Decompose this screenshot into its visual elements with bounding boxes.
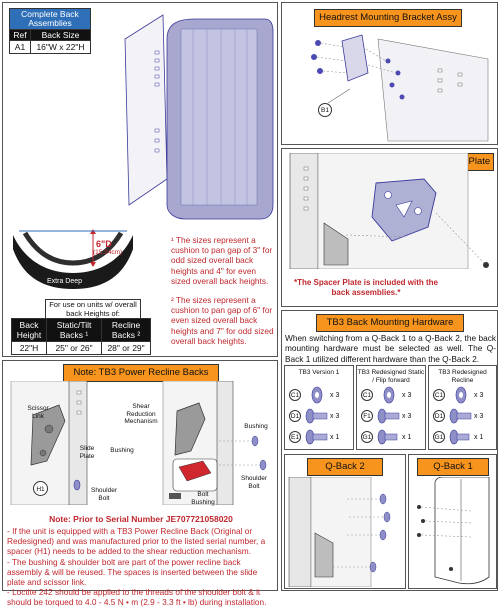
callout-g1: G1 — [433, 431, 445, 443]
bolt-icon — [449, 429, 470, 445]
screw-icon — [449, 408, 472, 424]
qty: x 3 — [474, 413, 484, 420]
washer-icon — [311, 386, 323, 404]
washer-icon — [383, 386, 395, 404]
back-height-header: Back Height — [11, 318, 47, 342]
qback1-drawing — [417, 477, 490, 585]
callout-f1: F1 — [361, 410, 373, 422]
back-size-header: Back Size — [30, 29, 91, 41]
footnote-2-mark: ² — [171, 295, 174, 305]
back-height-cell: 22"H — [11, 341, 47, 355]
qback2-box: Q-Back 2 — [284, 454, 406, 589]
spacer-drawing — [289, 153, 489, 269]
screw-icon — [377, 408, 400, 424]
qty: x 3 — [402, 392, 412, 399]
extra-deep-label: Extra Deep — [47, 278, 83, 285]
callout-g1: G1 — [361, 431, 373, 443]
back-size-table-title: Complete Back Assemblies — [9, 8, 91, 30]
scissor-link-label: Scissor Link — [27, 405, 49, 420]
qty: x 1 — [474, 434, 484, 441]
static-tilt-header: Static/Tilt Backs ¹ — [45, 318, 103, 342]
callout-b1: B1 — [318, 103, 332, 117]
bushing-label-left: Bushing — [110, 447, 134, 454]
screw-icon — [305, 408, 328, 424]
tb3-hardware-panel: TB3 Back Mounting Hardware When switchin… — [281, 310, 498, 591]
qty: x 3 — [474, 392, 484, 399]
recline-bullet-2: - The bushing & shoulder bolt are part o… — [7, 556, 258, 588]
spacer-note: *The Spacer Plate is included with the b… — [293, 278, 439, 297]
tb3-recline-title: Note: TB3 Power Recline Backs — [63, 364, 219, 382]
qback1-title: Q-Back 1 — [417, 458, 489, 476]
callout-c1: C1 — [433, 389, 445, 401]
recline-bullets: - If the unit is equipped with a TB3 Pow… — [7, 526, 275, 608]
bushing-label-right: Bushing — [244, 423, 268, 430]
tb3-hardware-text: When switching from a Q-Back 1 to a Q-Ba… — [285, 333, 496, 364]
callout-d1: D1 — [433, 410, 445, 422]
qback2-drawing — [288, 477, 391, 587]
back-size-cell: 16"W x 22"H — [30, 40, 91, 54]
footnote-1: ¹ The sizes represent a cushion to pan g… — [171, 235, 275, 286]
bolt-icon — [377, 429, 398, 445]
qback2-title: Q-Back 2 — [307, 458, 383, 476]
callout-c1: C1 — [361, 389, 373, 401]
back-cushion-drawing — [124, 14, 274, 220]
footnote-2-text: The sizes represent a cushion to pan gap… — [171, 295, 274, 346]
static-tilt-cell: 25" or 26" — [45, 341, 103, 355]
group-3-title: TB3 Redesigned Recline — [438, 369, 487, 384]
footnote-1-text: The sizes represent a cushion to pan gap… — [171, 235, 273, 286]
headrest-drawing — [311, 34, 489, 142]
group-2-title: TB3 Redesigned Static / Flip forward — [357, 369, 425, 384]
tb3-hardware-title: TB3 Back Mounting Hardware — [316, 314, 464, 332]
hardware-group-static: TB3 Redesigned Static / Flip forward C1 … — [356, 365, 426, 450]
hardware-group-version1: TB3 Version 1 C1 x 3 D1 x 3 E1 x 1 — [284, 365, 354, 450]
callout-e1: E1 — [289, 431, 301, 443]
depth-metric: (15.24cm) — [93, 249, 123, 256]
callout-h1: H1 — [33, 481, 48, 496]
qback1-box: Q-Back 1 — [408, 454, 497, 589]
bolt-icon — [305, 429, 328, 445]
qty: x 3 — [402, 413, 412, 420]
serial-note: Note: Prior to Serial Number JE707721058… — [49, 514, 233, 524]
bolt-bushing-label: Bolt Bushing — [191, 491, 215, 506]
headrest-title: Headrest Mounting Bracket Assy — [314, 9, 462, 27]
callout-d1: D1 — [289, 410, 301, 422]
tb3-recline-panel: Note: TB3 Power Recline Backs Scissor Li… — [2, 360, 278, 607]
group-1-title: TB3 Version 1 — [298, 369, 340, 376]
qty: x 1 — [330, 434, 340, 441]
shear-reduction-label: Shear Reduction Mechanism — [124, 403, 158, 425]
washer-icon — [455, 386, 467, 404]
shoulder-bolt-label-left: Shoulder Bolt — [90, 487, 118, 502]
footnote-1-mark: ¹ — [171, 235, 174, 245]
ref-header: Ref — [9, 29, 31, 41]
headrest-panel: Headrest Mounting Bracket Assy B1 — [281, 2, 498, 145]
ref-cell: A1 — [9, 40, 31, 54]
recline-bullet-1: - If the unit is equipped with a TB3 Pow… — [7, 526, 266, 557]
recline-bullet-3: - Loctite 242 should be applied to the t… — [7, 587, 267, 608]
shoulder-bolt-label-right: Shoulder Bolt — [240, 475, 268, 490]
qty: x 3 — [330, 392, 340, 399]
recline-header: Recline Backs ² — [101, 318, 151, 342]
heights-caption: For use on units w/ overall back Heights… — [45, 299, 141, 319]
spacer-panel: Spacer Plate *The Spacer Plate is includ… — [281, 148, 498, 307]
recline-cell: 28" or 29" — [101, 341, 151, 355]
footnote-2: ² The sizes represent a cushion to pan g… — [171, 295, 275, 346]
slide-plate-label: Slide Plate — [79, 445, 95, 460]
recline-drawing-right — [162, 381, 267, 505]
hardware-group-recline: TB3 Redesigned Recline C1 x 3 D1 x 3 G1 … — [428, 365, 497, 450]
depth-label: 6"D — [96, 239, 112, 249]
callout-c1: C1 — [289, 389, 301, 401]
heights-table: Back Height Static/Tilt Backs ¹ Recline … — [11, 318, 151, 355]
qty: x 1 — [402, 434, 412, 441]
cushion-depth-drawing — [13, 229, 133, 289]
qty: x 3 — [330, 413, 340, 420]
